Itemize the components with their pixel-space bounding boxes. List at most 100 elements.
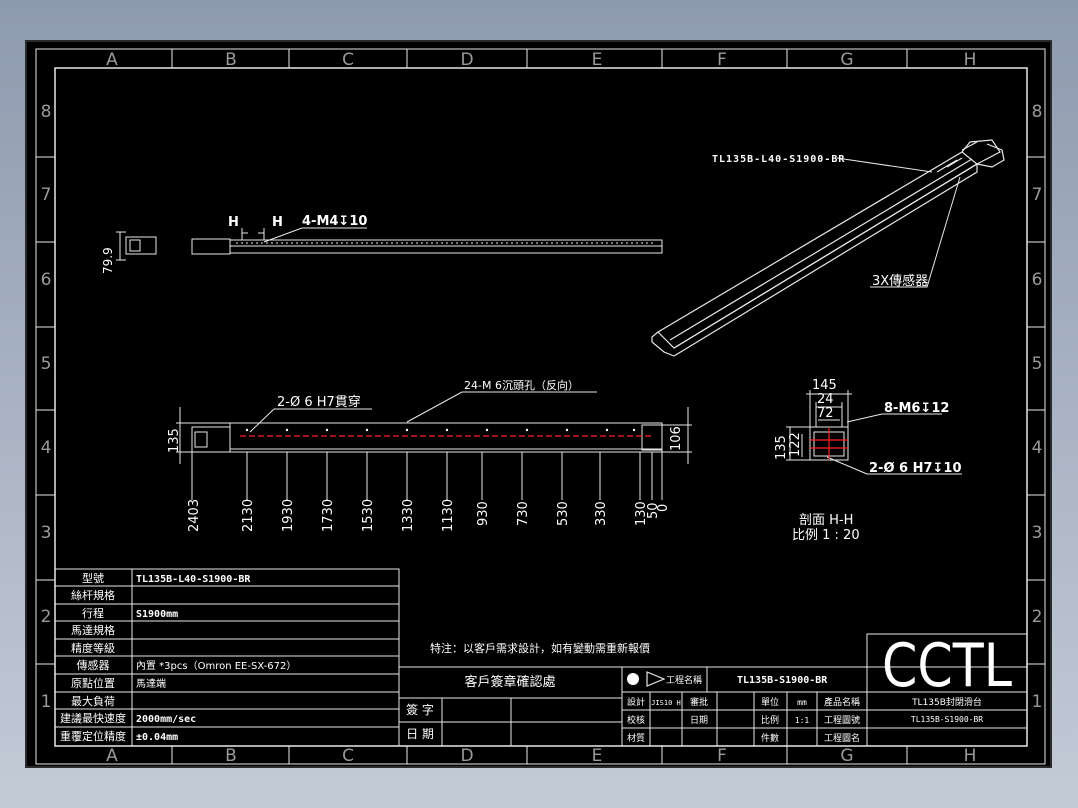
spec-value: 2000mm/sec (136, 714, 196, 725)
scale-label: 比例 (761, 714, 779, 726)
spec-label: 絲杆規格 (71, 588, 115, 602)
spec-value: 內置 *3pcs（Omron EE-SX-672） (136, 660, 296, 672)
spec-label: 精度等級 (71, 641, 115, 655)
dim-1730: 1730 (321, 499, 336, 532)
confirm-title: 客戶簽章確認處 (464, 674, 555, 690)
company-logo: CCTL (882, 631, 1012, 701)
zone-col-c: C (342, 746, 354, 766)
top-view-body (191, 227, 663, 255)
product-name-label: 產品名稱 (824, 696, 860, 708)
title-block: 工程名稱 TL135B-S1900-BR CCTL TL135B封閉滑台 TL1… (621, 631, 1028, 747)
zone-col-d: D (460, 746, 473, 766)
dim-130: 130 (634, 501, 649, 526)
date-cell-label: 日期 (690, 715, 708, 726)
height-dimension-79-9: 79.9 (101, 247, 115, 274)
zone-row-4: 4 (1032, 438, 1043, 458)
zone-row-1: 1 (1032, 692, 1043, 712)
front-view: 2-Ø 6 H7貫穿 24-M 6沉頭孔（反向） 135 106 (167, 378, 692, 532)
zone-row-6: 6 (1032, 270, 1043, 290)
spec-table-grid (54, 568, 400, 747)
end-view-small (116, 231, 157, 261)
spec-labels: 型號 絲杆規格 行程 馬達規格 精度等級 傳感器 原點位置 最大負荷 建議最快速… (60, 571, 126, 743)
zone-row-7: 7 (41, 185, 52, 205)
section-view: 145 24 72 135 122 8-M6↧12 2-Ø 6 H7↧10 剖面… (774, 378, 962, 543)
zone-row-5: 5 (41, 354, 52, 374)
zone-row-3: 3 (41, 523, 52, 543)
dim-330: 330 (594, 501, 609, 526)
zone-row-8: 8 (41, 102, 52, 122)
dim-0: 0 (656, 504, 671, 512)
zone-col-g: G (840, 746, 853, 766)
position-extension-lines (191, 452, 663, 500)
customer-confirm-box: 客戶簽章確認處 簽 字 日 期 (398, 666, 623, 747)
spec-value: S1900mm (136, 609, 178, 620)
zone-col-c: C (342, 50, 354, 70)
product-code: TL135B-S1900-BR (911, 715, 983, 724)
product-name: TL135B封閉滑台 (911, 696, 982, 708)
holes-callout: 4-M4↧10 (302, 214, 367, 229)
section-title: 剖面 H-H (799, 513, 853, 528)
zone-col-h: H (964, 746, 977, 766)
front-view-body (191, 422, 663, 453)
zone-row-7: 7 (1032, 185, 1043, 205)
zone-col-f: F (717, 50, 727, 70)
zone-col-b: B (225, 746, 237, 766)
pin-callout: 2-Ø 6 H7貫穿 (277, 394, 361, 410)
dim-1330: 1330 (401, 499, 416, 532)
review-label: 審批 (690, 696, 708, 708)
designer-value: JIS10 H (651, 699, 681, 707)
model-callout: TL135B-L40-S1900-BR (712, 154, 845, 165)
zone-columns-top: A B C D E F G H (106, 50, 976, 70)
section-mark-right: H (272, 215, 283, 230)
confirm-box-grid (398, 666, 623, 747)
sign-label: 簽 字 (406, 702, 434, 717)
zone-row-5: 5 (1032, 354, 1043, 374)
section-pin-callout: 2-Ø 6 H7↧10 (869, 461, 962, 476)
zone-row-4: 4 (41, 438, 52, 458)
section-mark-left: H (228, 215, 239, 230)
spec-label: 重覆定位精度 (60, 729, 126, 743)
zone-rows-left: 8 7 6 5 4 3 2 1 (41, 102, 52, 712)
eng-cat-label: 工程圖名 (824, 732, 860, 744)
right-height-dimension: 106 (669, 426, 684, 451)
zone-row-1: 1 (41, 692, 52, 712)
zone-row-6: 6 (41, 270, 52, 290)
dim-1130: 1130 (441, 499, 456, 532)
section-profile (786, 390, 962, 475)
zone-row-2: 2 (41, 607, 52, 627)
dim-72: 72 (817, 406, 834, 421)
unit-value: mm (797, 698, 807, 707)
dim-1530: 1530 (361, 499, 376, 532)
dim-122: 122 (788, 432, 803, 457)
isometric-view: TL135B-L40-S1900-BR 3X傳感器 (651, 139, 1005, 357)
dim-24: 24 (817, 392, 834, 407)
spec-label: 馬達規格 (71, 623, 115, 637)
front-view-leaders (249, 391, 597, 433)
pieces-label: 件數 (761, 732, 779, 744)
outer-frame (35, 48, 1046, 765)
dim-2403: 2403 (187, 499, 202, 532)
zone-row-2: 2 (1032, 607, 1043, 627)
spec-value: TL135B-L40-S1900-BR (136, 574, 251, 585)
drawing-number: TL135B-S1900-BR (737, 675, 828, 686)
zone-columns-bottom: A B C D E F G H (106, 746, 976, 766)
cad-drawing: A B C D E F G H A B C D E F G H 8 7 6 5 … (35, 48, 1046, 766)
thread-callout: 8-M6↧12 (884, 401, 949, 416)
check-label: 校核 (627, 714, 645, 726)
counterbore-callout: 24-M 6沉頭孔（反向） (464, 378, 579, 392)
spec-label: 原點位置 (71, 676, 115, 690)
spec-label: 建議最快速度 (60, 711, 126, 725)
zone-col-e: E (592, 746, 603, 766)
dim-50: 50 (646, 502, 661, 519)
zone-rows-right: 8 7 6 5 4 3 2 1 (1032, 102, 1043, 712)
zone-row-3: 3 (1032, 523, 1043, 543)
spec-label: 行程 (82, 607, 104, 620)
unit-label: 單位 (761, 696, 779, 708)
dim-145: 145 (812, 378, 837, 393)
special-note: 特注：以客戶需求設計，如有變動需重新報價 (430, 641, 650, 655)
dim-730: 730 (516, 501, 531, 526)
spec-table: 型號 絲杆規格 行程 馬達規格 精度等級 傳感器 原點位置 最大負荷 建議最快速… (54, 568, 400, 747)
spec-label: 最大負荷 (71, 694, 115, 708)
title-block-cells: 設計 JIS10 H 審批 校核 日期 材質 單位 mm 比例 1:1 件數 產… (627, 696, 860, 744)
title-block-grid (621, 633, 1028, 747)
